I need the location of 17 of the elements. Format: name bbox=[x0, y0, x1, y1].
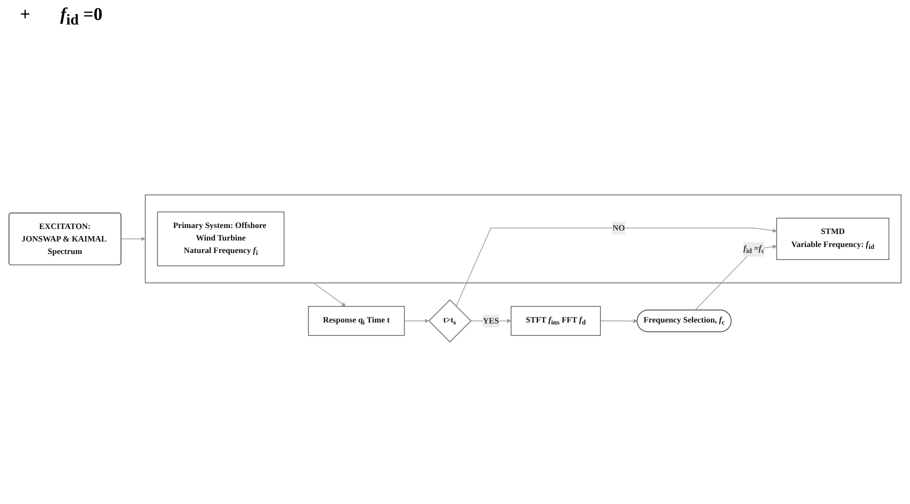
arrow bbox=[456, 228, 777, 308]
edge-label: NO bbox=[612, 224, 625, 233]
node-diamond: t>t$_{s}$ bbox=[428, 300, 472, 343]
arrow bbox=[120, 237, 146, 242]
arrow bbox=[694, 245, 777, 312]
note-text: f$_{id}$ =0 bbox=[60, 4, 103, 30]
node-box: STFT f$_{ins}$ FFT f$_{d}$ bbox=[510, 306, 601, 336]
node-box: STMD Variable Frequency: f$_{id}$ bbox=[776, 218, 890, 260]
arrow bbox=[313, 282, 346, 307]
node-box: Response q$_{i}$ Time t bbox=[308, 306, 405, 336]
arrow bbox=[600, 319, 638, 324]
note-text: + bbox=[20, 4, 30, 26]
edge-label: YES bbox=[482, 316, 499, 326]
arrow bbox=[404, 319, 429, 324]
edge-label: f$_{id}$ =f$_{c}$ bbox=[743, 244, 764, 256]
node-box: Primary System: Offshore Wind Turbine Natural Frequency f$_{i}$ bbox=[157, 212, 284, 267]
cluster bbox=[144, 194, 902, 284]
